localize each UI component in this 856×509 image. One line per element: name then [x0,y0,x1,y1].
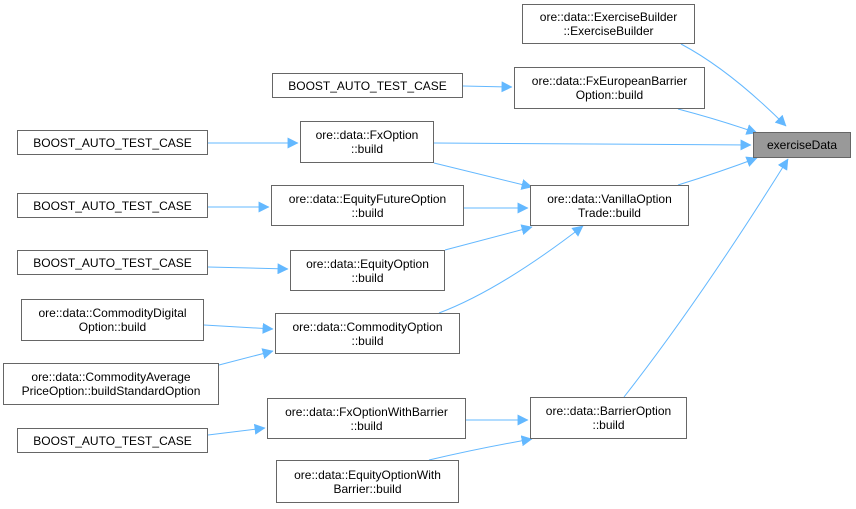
node-label-line: ::build [351,270,384,285]
node-label-line: ::build [351,205,384,220]
node-batc1[interactable]: BOOST_AUTO_TEST_CASE [272,73,463,98]
node-label-line: BOOST_AUTO_TEST_CASE [288,78,447,93]
node-label-line: ::ExerciseBuilder [563,24,654,38]
node-label-line: ::build [350,142,384,156]
node-label-line: ::build [351,333,384,348]
edge-comOption-to-vanilla [438,225,584,314]
node-barrier[interactable]: ore::data::BarrierOption::build [530,397,687,439]
edge-eqOption-to-vanilla [444,224,533,251]
edge-eqBarrier-to-barrier [428,435,533,461]
node-label-line: ore::data::EquityOptionWith [294,467,441,482]
node-batc4[interactable]: BOOST_AUTO_TEST_CASE [17,250,208,275]
edge-fxEuroBarrier-to-exerciseData [677,108,758,135]
node-label-line: BOOST_AUTO_TEST_CASE [33,198,192,213]
node-label-line: ore::data::CommodityOption [292,319,443,334]
edge-exBuilder-to-exerciseData [680,43,787,127]
node-label-line: Trade::build [578,205,641,220]
node-label-line: BOOST_AUTO_TEST_CASE [33,433,192,448]
node-label-line: BOOST_AUTO_TEST_CASE [33,135,192,150]
node-fxBarrier[interactable]: ore::data::FxOptionWithBarrier::build [267,398,466,439]
node-label-line: ore::data::VanillaOption [547,191,672,206]
node-batc5[interactable]: BOOST_AUTO_TEST_CASE [17,428,208,453]
node-label-line: ::build [350,418,383,433]
edge-barrier-to-exerciseData [623,158,789,398]
node-fxOption[interactable]: ore::data::FxOption::build [300,121,434,163]
node-label-line: ore::data::BarrierOption [545,404,672,418]
edge-fxOption-to-vanilla [433,162,533,190]
node-label-line: ore::data::CommodityAverage [31,370,191,384]
node-label-line: ore::data::FxEuropeanBarrier [531,74,688,88]
node-label-line: ore::data::FxOptionWithBarrier [285,404,448,419]
node-label-line: Option::build [575,88,644,102]
edge-batc4-to-eqOption [207,263,289,275]
edge-batc1-to-fxEuroBarrier [462,81,513,93]
node-label-line: PriceOption::buildStandardOption [21,384,201,398]
node-comOption[interactable]: ore::data::CommodityOption::build [275,313,460,354]
node-label-line: ore::data::CommodityDigital [38,306,187,320]
node-eqFuture[interactable]: ore::data::EquityFutureOption::build [271,185,464,226]
node-label-line: ore::data::FxOption [315,128,419,142]
edge-layer [203,43,789,461]
node-eqOption[interactable]: ore::data::EquityOption::build [290,250,445,291]
node-batc2[interactable]: BOOST_AUTO_TEST_CASE [17,130,208,155]
edge-comAverage-to-comOption [218,348,274,366]
node-batc3[interactable]: BOOST_AUTO_TEST_CASE [17,193,208,218]
node-label-line: Option::build [78,320,147,334]
node-label-line: ore::data::EquityFutureOption [288,191,447,206]
node-exerciseData: exerciseData [753,132,851,158]
edge-batc5-to-fxBarrier [207,423,266,436]
edge-comDigital-to-comOption [203,322,274,334]
node-label-line: ore::data::EquityOption [306,256,429,271]
node-exBuilder[interactable]: ore::data::ExerciseBuilder::ExerciseBuil… [522,4,695,44]
edge-fxOption-to-exerciseData [433,139,752,151]
node-label-line: exerciseData [766,138,838,152]
edge-vanilla-to-exerciseData [677,156,758,186]
node-label-line: ::build [592,418,625,432]
node-label-line: BOOST_AUTO_TEST_CASE [33,255,192,270]
node-label-line: Barrier::build [333,481,402,496]
node-label-line: ore::data::ExerciseBuilder [539,10,678,24]
